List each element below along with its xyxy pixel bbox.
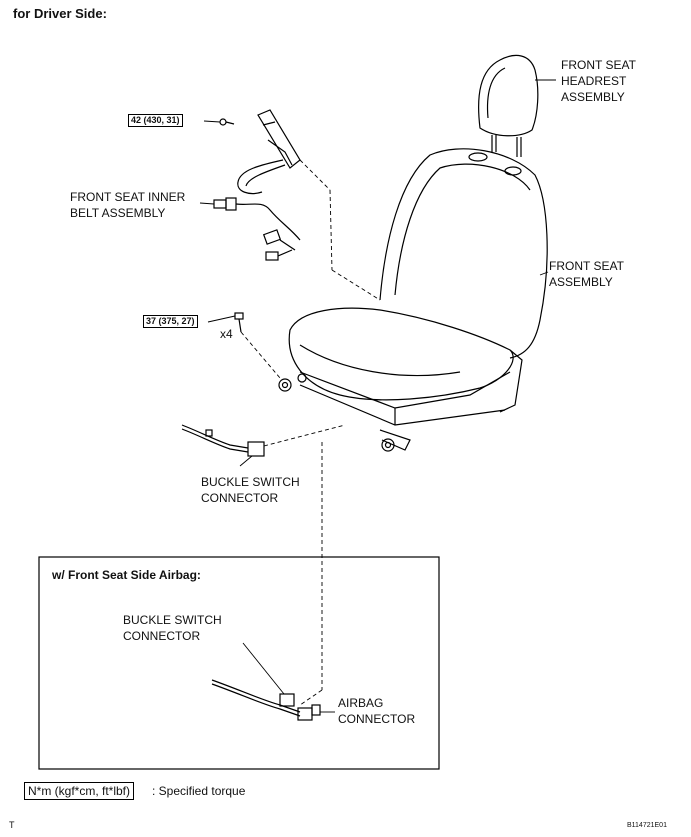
dashed-guide-lines (240, 159, 381, 706)
seat-label-line-1: FRONT SEAT (549, 259, 624, 273)
headrest-label-line-3: ASSEMBLY (561, 90, 625, 104)
seat-bolt-drawing (234, 312, 244, 333)
inner-belt-drawing (213, 109, 301, 261)
inset-buckle-switch-label-line-2: CONNECTOR (123, 629, 201, 643)
leader-lines (199, 79, 556, 713)
buckle-switch-label-line-2: CONNECTOR (201, 491, 279, 505)
headrest-drawing (478, 54, 539, 157)
inset-title: w/ Front Seat Side Airbag: (52, 568, 201, 582)
legend-text: : Specified torque (152, 784, 246, 798)
buckle-switch-label: BUCKLE SWITCH CONNECTOR (201, 474, 300, 506)
corner-mark: T (9, 820, 15, 830)
headrest-label: FRONT SEAT HEADREST ASSEMBLY (561, 57, 636, 105)
inner-belt-label-line-2: BELT ASSEMBLY (70, 206, 166, 220)
figure-id: B114721E01 (627, 822, 667, 829)
seat-back-drawing (379, 148, 548, 359)
page-title: for Driver Side: (13, 6, 107, 21)
seat-label-line-2: ASSEMBLY (549, 275, 613, 289)
inner-belt-label-line-1: FRONT SEAT INNER (70, 190, 186, 204)
buckle-switch-connector-drawing (181, 424, 265, 457)
torque-box-belt-bolt: 42 (430, 31) (128, 114, 183, 127)
torque-box-seat-bolt: 37 (375, 27) (143, 315, 198, 328)
seat-label: FRONT SEAT ASSEMBLY (549, 258, 624, 290)
airbag-connector-label-line-2: CONNECTOR (338, 712, 416, 726)
inset-buckle-switch-label: BUCKLE SWITCH CONNECTOR (123, 612, 222, 644)
headrest-label-line-1: FRONT SEAT (561, 58, 636, 72)
buckle-switch-label-line-1: BUCKLE SWITCH (201, 475, 300, 489)
legend-unit-box: N*m (kgf*cm, ft*lbf) (24, 782, 135, 800)
seat-bolt-quantity: x4 (220, 327, 233, 341)
inset-connectors-drawing (211, 679, 321, 721)
inset-buckle-switch-label-line-1: BUCKLE SWITCH (123, 613, 222, 627)
inner-belt-label: FRONT SEAT INNER BELT ASSEMBLY (70, 189, 185, 221)
seat-cushion-drawing (278, 307, 523, 452)
airbag-connector-label: AIRBAG CONNECTOR (338, 695, 415, 727)
inset-box-frame (38, 556, 440, 770)
headrest-label-line-2: HEADREST (561, 74, 627, 88)
airbag-connector-label-line-1: AIRBAG (338, 696, 384, 710)
